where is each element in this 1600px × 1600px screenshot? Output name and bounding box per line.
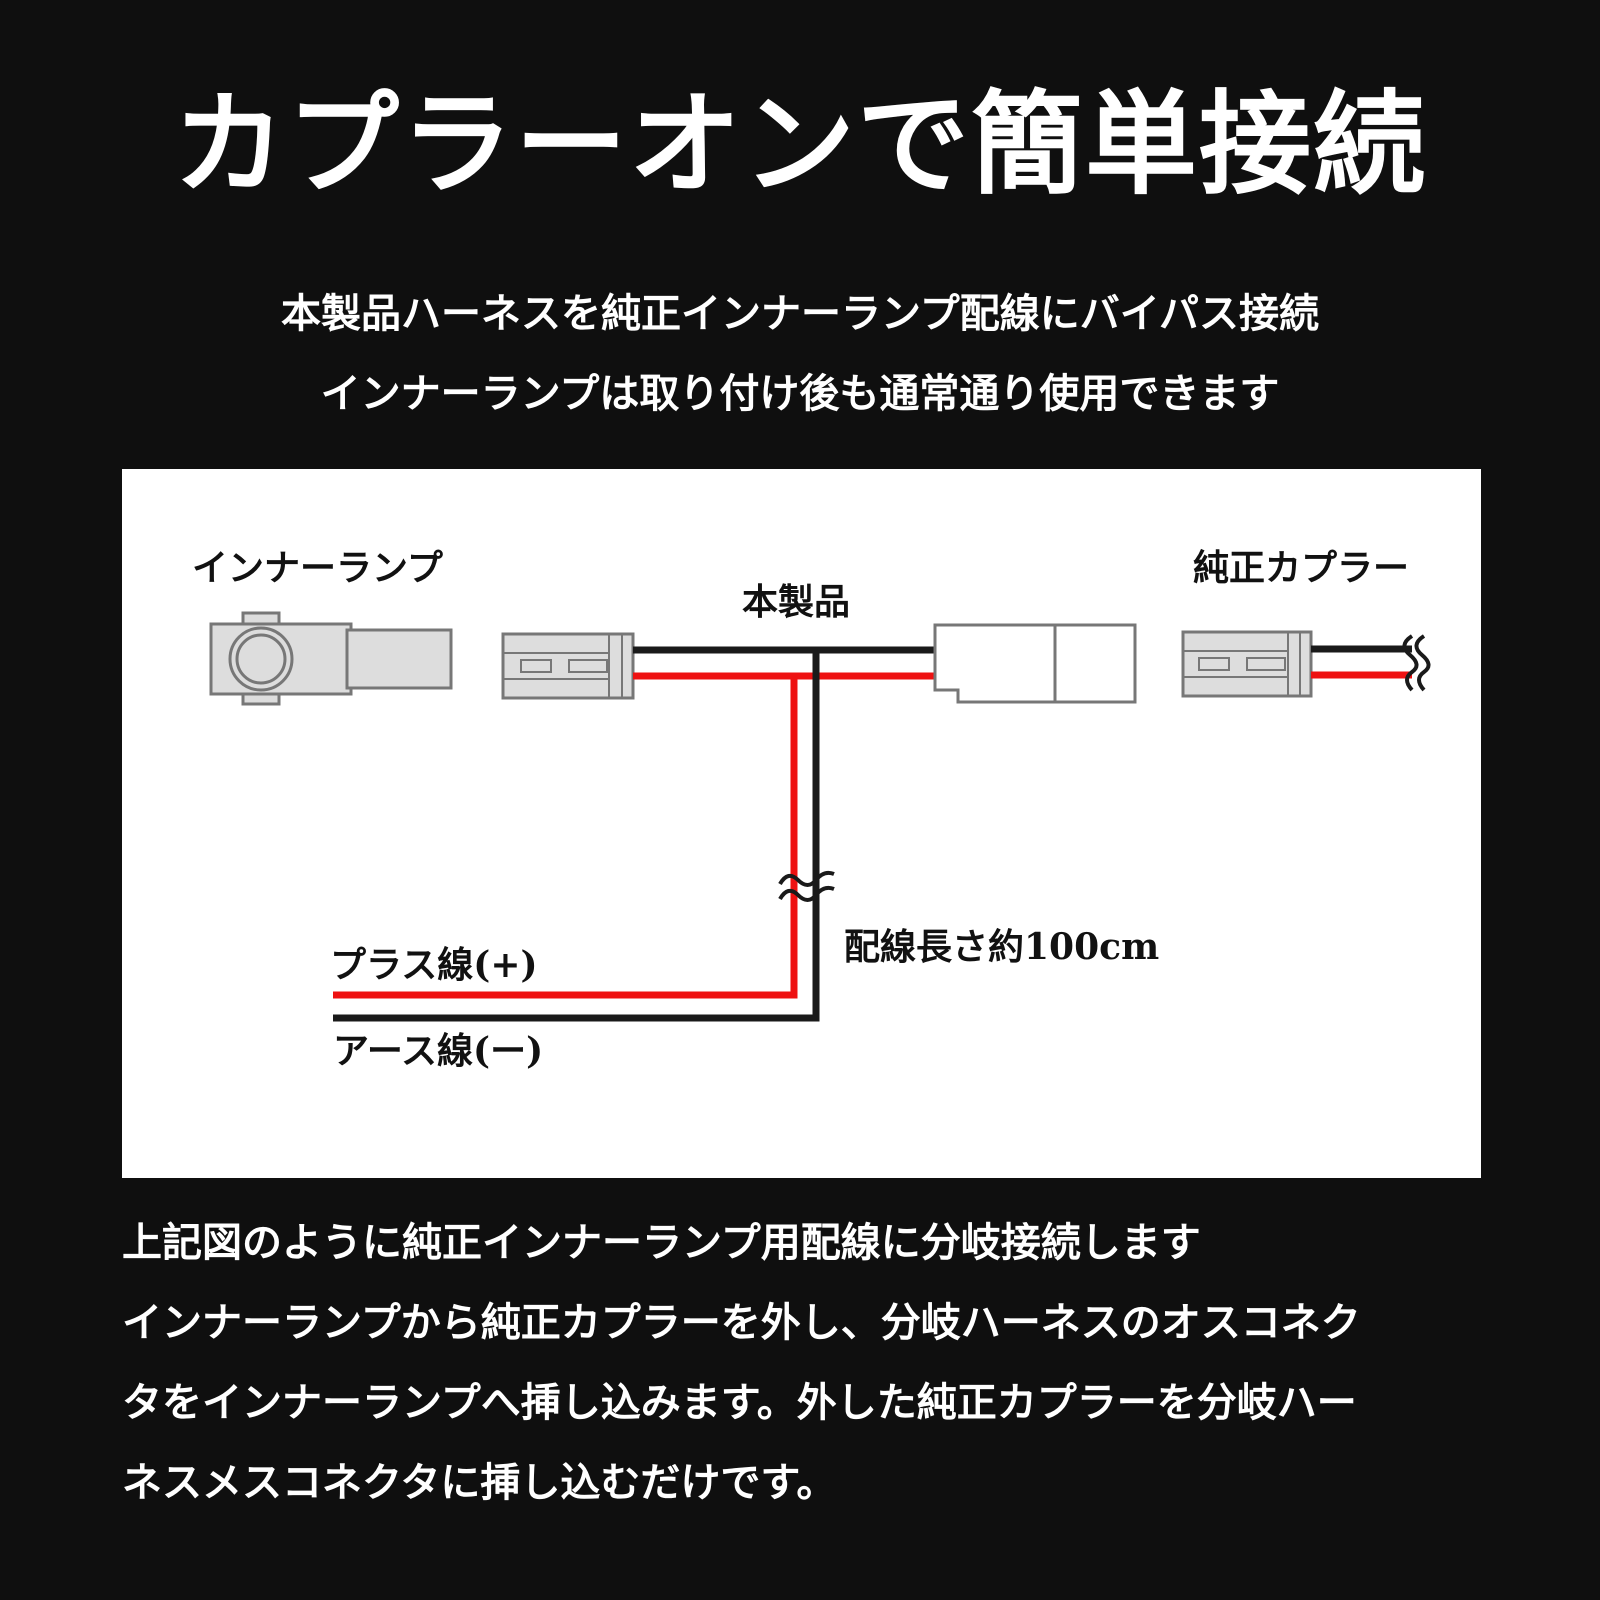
label-wire-length: 配線長さ約100cm <box>844 926 1159 968</box>
plus-branch-wire <box>333 676 798 999</box>
description-line-4: ネスメスコネクタに挿し込むだけです。 <box>122 1459 837 1506</box>
subtitle-line-2: インナーランプは取り付け後も通常通り使用できます <box>320 370 1280 417</box>
page-title: カプラーオンで簡単接続 <box>173 80 1427 210</box>
wire-break-mark-branch <box>778 870 835 902</box>
ground-branch-wire <box>333 650 820 1022</box>
oem-coupler-shape <box>1181 630 1313 698</box>
label-plus-wire: プラス線(+) <box>330 944 538 986</box>
label-inner-lamp: インナーランプ <box>192 547 443 589</box>
description-line-1: 上記図のように純正インナーランプ用配線に分岐接続します <box>122 1219 1201 1266</box>
subtitle-line-1: 本製品ハーネスを純正インナーランプ配線にバイパス接続 <box>281 290 1319 337</box>
product-female-connector <box>933 623 1137 704</box>
description: 上記図のように純正インナーランプ用配線に分岐接続します インナーランプから純正カ… <box>122 1203 1492 1523</box>
inner-lamp-shape <box>209 611 453 706</box>
wiring-diagram-svg: インナーランプ 本製品 純正カプラー 配線長さ約100cm プラス線(+) アー… <box>192 547 1431 1072</box>
wire-break-mark-oem <box>1402 634 1431 692</box>
label-this-product: 本製品 <box>742 581 850 623</box>
wiring-diagram: インナーランプ 本製品 純正カプラー 配線長さ約100cm プラス線(+) アー… <box>122 469 1481 1178</box>
description-line-3: タをインナーランプへ挿し込みます。外した純正カプラーを分岐ハー <box>122 1379 1357 1426</box>
label-ground-wire: アース線(ー) <box>333 1030 543 1072</box>
description-line-2: インナーランプから純正カプラーを外し、分岐ハーネスのオスコネク <box>122 1299 1361 1346</box>
label-oem-coupler: 純正カプラー <box>1193 547 1409 589</box>
product-male-connector <box>501 632 635 700</box>
